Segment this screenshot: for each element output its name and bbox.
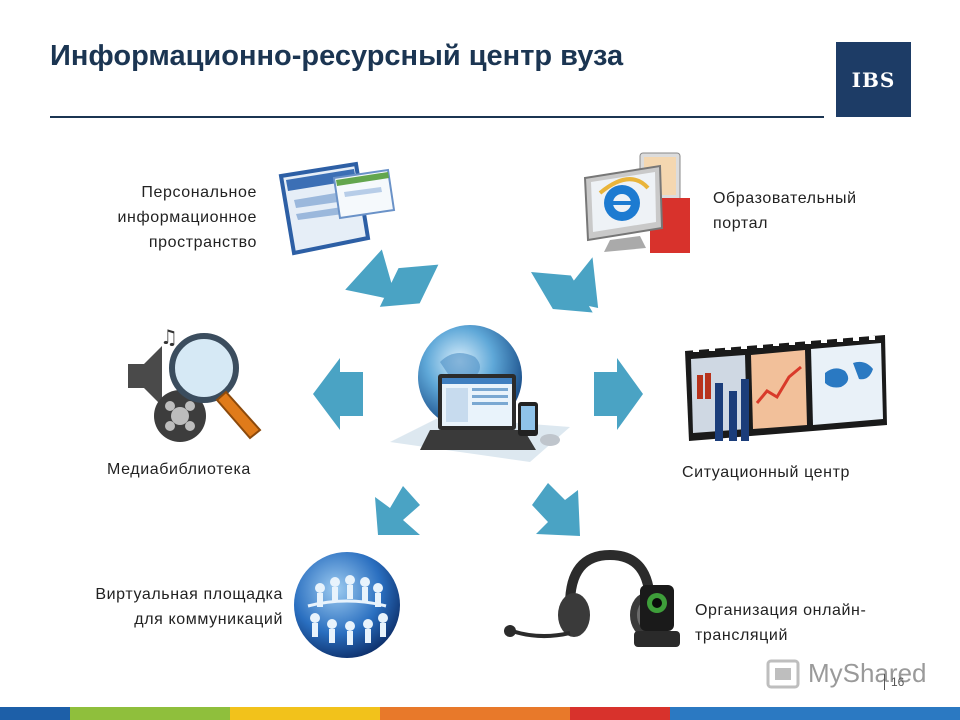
label-text: Медиабиблиотека [107, 461, 251, 478]
page-title: Информационно-ресурсный центр вуза [50, 40, 624, 72]
media-magnifier-icon: ♫ [128, 326, 262, 442]
svg-text:♫: ♫ [160, 326, 178, 349]
label-text: Организация онлайн-трансляций [695, 602, 867, 644]
headset-webcam-icon [504, 549, 680, 647]
people-globe-icon [294, 552, 400, 658]
internet-explorer-monitor-icon [583, 152, 690, 253]
label-media-library: Медиабиблиотека [107, 457, 307, 482]
arrow-down-right-icon [532, 483, 580, 536]
arrow-right-icon [594, 358, 643, 430]
arrow-down-left-icon [375, 486, 420, 535]
arrow-left-icon [313, 358, 363, 430]
page-number: 16 [884, 674, 904, 690]
film-strip-icon [685, 335, 887, 441]
logo-text: IBS [851, 67, 896, 92]
browser-windows-icon [278, 161, 396, 256]
arrow-up-right-icon [531, 257, 599, 313]
myshared-watermark-icon [766, 659, 800, 689]
watermark-text: MyShared [808, 658, 927, 688]
bottom-color-stripe [0, 707, 960, 720]
title-underline [50, 116, 824, 118]
arrow-up-left-icon [345, 249, 439, 307]
label-text: Ситуационный центр [682, 464, 851, 481]
ibs-logo: IBS [836, 42, 911, 117]
label-online-broadcast: Организация онлайн-трансляций [695, 598, 925, 648]
globe-laptop-icon [390, 325, 570, 462]
label-situation-center: Ситуационный центр [682, 460, 912, 485]
